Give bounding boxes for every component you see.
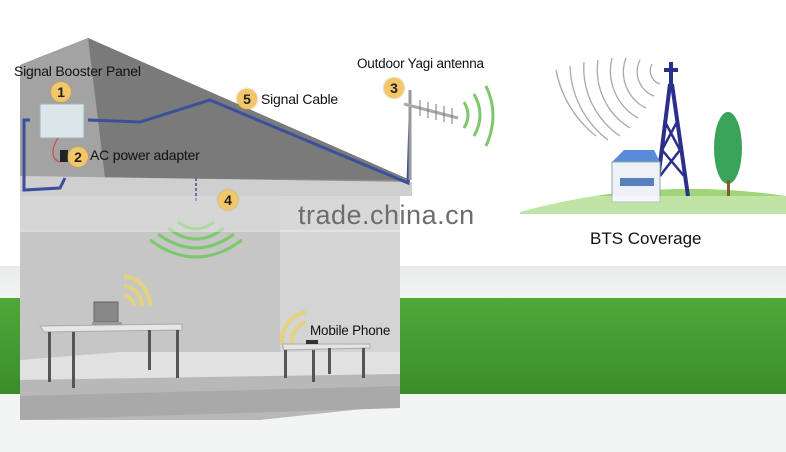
bts-tower <box>654 62 690 197</box>
power-adapter-device <box>60 150 68 162</box>
tree <box>714 112 742 196</box>
indoor-signal-waves <box>149 220 243 259</box>
laptop-signal-waves <box>123 274 153 307</box>
booster-panel-label: Signal Booster Panel <box>14 63 141 79</box>
bts-coverage-label: BTS Coverage <box>590 229 702 248</box>
badge-4: 4 <box>218 190 238 210</box>
badge-2: 2 <box>68 147 88 167</box>
house-floor <box>20 352 400 420</box>
desk-left <box>39 301 183 388</box>
house-roof <box>20 38 412 196</box>
booster-panel-device <box>39 103 85 139</box>
yagi-antenna-label: Outdoor Yagi antenna <box>357 56 484 71</box>
badge-5: 5 <box>237 89 257 109</box>
yagi-signal-waves <box>462 85 495 147</box>
power-adapter-label: AC power adapter <box>90 147 200 163</box>
signal-cable-label: Signal Cable <box>261 91 338 107</box>
phone-signal-waves <box>279 310 307 345</box>
bts-signal-waves <box>555 57 661 141</box>
desk-right <box>281 340 371 382</box>
yagi-antenna-device <box>403 90 459 180</box>
watermark-text: trade.china.cn <box>298 200 475 230</box>
mobile-phone-label: Mobile Phone <box>310 323 391 338</box>
bts-building <box>611 150 661 203</box>
badge-3: 3 <box>384 78 404 98</box>
badge-1: 1 <box>51 82 71 102</box>
